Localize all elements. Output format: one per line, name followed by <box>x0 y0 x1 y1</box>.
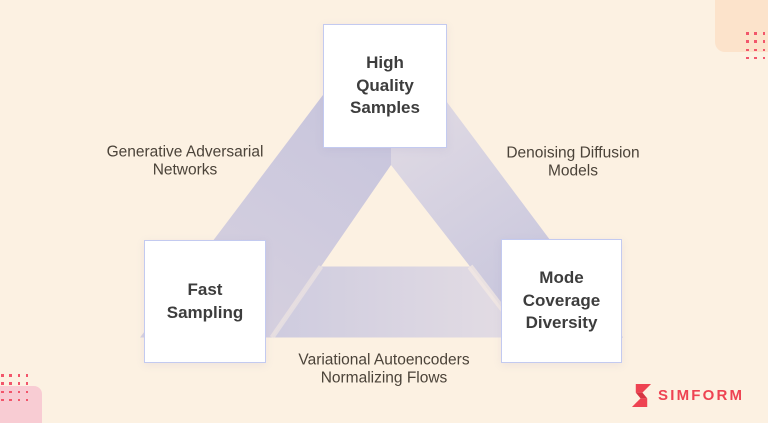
dot <box>754 48 757 52</box>
dot-grid-bottom-left <box>1 374 29 402</box>
corner-peach-shape <box>715 0 768 52</box>
simform-logo-text: SIMFORM <box>658 387 745 404</box>
node-mode-coverage-diversity: Mode Coverage Diversity <box>501 239 622 363</box>
dot <box>762 56 766 60</box>
ribbon-seam-left <box>269 265 324 339</box>
dot <box>17 374 21 377</box>
edge-label-generative-adversarial-networks: Generative Adversarial Networks <box>106 143 264 179</box>
dot <box>25 374 29 377</box>
dot <box>762 40 766 43</box>
dot <box>1 398 4 402</box>
simform-s-ribbon-icon <box>631 384 652 407</box>
edge-label-denoising-diffusion-models: Denoising Diffusion Models <box>506 144 640 180</box>
dot <box>746 40 749 43</box>
dot <box>9 390 12 394</box>
dot <box>762 32 766 35</box>
dot <box>25 390 29 394</box>
dot <box>754 40 757 43</box>
dot <box>17 382 21 385</box>
simform-logo: SIMFORM <box>631 384 744 407</box>
node-fast-sampling: Fast Sampling <box>144 240 266 363</box>
dot <box>1 382 4 385</box>
dot <box>17 390 21 394</box>
node-high-quality-samples: High Quality Samples <box>323 24 447 148</box>
dot <box>754 56 757 60</box>
dot <box>746 56 749 60</box>
edge-label-variational-autoencoders-normalizing-flows: Variational Autoencoders Normalizing Flo… <box>298 351 470 387</box>
dot <box>746 48 749 52</box>
dot <box>25 382 29 385</box>
corner-pink-shape <box>0 386 42 423</box>
dot <box>9 374 12 377</box>
dot <box>746 32 749 35</box>
dot <box>754 32 757 35</box>
dot-grid-top-right <box>746 32 766 60</box>
node-label: High Quality Samples <box>350 53 420 118</box>
node-label: Mode Coverage Diversity <box>522 268 601 333</box>
dot <box>1 390 4 394</box>
ribbon-band-bottom <box>272 266 525 338</box>
dot <box>25 398 29 402</box>
dot <box>9 398 12 402</box>
dot <box>9 382 12 385</box>
dot <box>17 398 21 402</box>
dot <box>1 374 4 377</box>
dot <box>762 48 766 52</box>
node-label: Fast Sampling <box>166 280 244 322</box>
